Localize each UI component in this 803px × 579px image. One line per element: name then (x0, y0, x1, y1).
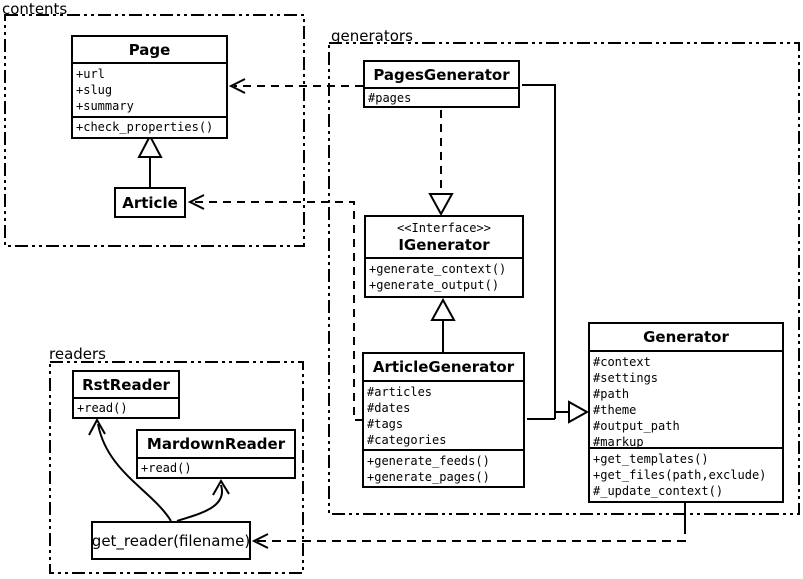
attribute-row: #categories (367, 433, 447, 447)
class-box-article: Article (114, 187, 186, 218)
class-box-igenerator: <<Interface>> IGenerator +generate_conte… (364, 215, 524, 298)
function-box-get-reader: get_reader(filename) (91, 521, 251, 560)
package-label-generators: generators (331, 27, 413, 45)
dependency-arrow-articlegen-article (187, 194, 205, 210)
class-title-generator: Generator (643, 328, 729, 346)
method-row: #_update_context() (593, 484, 724, 498)
class-attributes-page: +url +slug +summary (73, 62, 226, 116)
generalization-arrow-generator (568, 400, 590, 424)
package-border-generators (328, 42, 800, 515)
association-curve-getreader-rstreader (97, 423, 172, 522)
dependency-arrow-pagesgen-page (228, 78, 246, 94)
method-row: +check_properties() (76, 120, 214, 134)
class-attributes-article-generator: #articles #dates #tags #categories (364, 380, 523, 449)
class-box-pages-generator: PagesGenerator #pages (363, 60, 520, 108)
attribute-row: #context (593, 355, 651, 369)
class-methods-rst-reader: +read() (74, 397, 178, 417)
method-row: +get_files(path,exclude) (593, 468, 767, 482)
class-box-article-generator: ArticleGenerator #articles #dates #tags … (362, 352, 525, 488)
generalization-arrow-articlegen-igenerator (430, 297, 456, 321)
class-title-rst-reader: RstReader (82, 375, 170, 394)
class-box-page: Page +url +slug +summary +check_properti… (71, 35, 228, 139)
package-border-readers (49, 361, 304, 574)
class-methods-page: +check_properties() (73, 116, 226, 137)
attribute-row: #dates (367, 401, 411, 415)
dependency-line-generator-getreader (257, 525, 686, 542)
method-row: +generate_feeds() (367, 454, 490, 468)
method-row: +get_templates() (593, 452, 709, 466)
class-title-page: Page (128, 40, 171, 59)
class-stereotype-igenerator: <<Interface>> (397, 221, 491, 235)
class-title-article-generator: ArticleGenerator (372, 358, 515, 376)
method-row: +read() (77, 401, 128, 415)
attribute-row: +summary (76, 99, 134, 113)
attribute-row: #tags (367, 417, 404, 431)
class-methods-generator: +get_templates() +get_files(path,exclude… (590, 447, 782, 501)
class-title-mardown-reader: MardownReader (146, 435, 286, 453)
package-label-readers: readers (49, 345, 106, 363)
attribute-row: +slug (76, 83, 113, 97)
class-box-rst-reader: RstReader +read() (72, 370, 180, 419)
attribute-row: #markup (593, 435, 644, 447)
function-label-get-reader: get_reader(filename) (91, 531, 251, 550)
attribute-row: #articles (367, 385, 433, 399)
attribute-row: #settings (593, 371, 659, 385)
association-curve-getreader-mardownreader (176, 484, 224, 522)
package-label-contents: contents (2, 0, 68, 18)
class-title-article: Article (122, 193, 178, 212)
class-attributes-generator: #context #settings #path #theme #output_… (590, 350, 782, 447)
attribute-row: #pages (368, 91, 412, 105)
realization-arrow-pagesgen-igenerator (428, 193, 454, 217)
class-title-igenerator: IGenerator (398, 236, 490, 254)
dependency-arrow-generator-getreader (251, 533, 269, 549)
class-header-igenerator: <<Interface>> IGenerator (366, 217, 522, 257)
association-arrow-getreader-mardownreader (212, 479, 230, 496)
class-box-mardown-reader: MardownReader +read() (136, 429, 296, 479)
attribute-row: #output_path (593, 419, 680, 433)
method-row: +read() (141, 461, 192, 475)
attribute-row: #theme (593, 403, 637, 417)
class-methods-igenerator: +generate_context() +generate_output() (366, 257, 522, 296)
class-methods-mardown-reader: +read() (138, 457, 294, 477)
method-row: +generate_output() (369, 278, 500, 292)
attribute-row: +url (76, 67, 105, 81)
attribute-row: #path (593, 387, 630, 401)
method-row: +generate_context() (369, 262, 507, 276)
class-title-pages-generator: PagesGenerator (373, 65, 510, 84)
association-arrow-getreader-rstreader (88, 417, 106, 436)
generalization-arrow-article-page (137, 133, 163, 158)
dependency-line-articlegen-article (193, 201, 363, 421)
method-row: +generate_pages() (367, 470, 490, 484)
class-attributes-pages-generator: #pages (365, 87, 518, 106)
class-box-generator: Generator #context #settings #path #them… (588, 322, 784, 503)
class-methods-article-generator: +generate_feeds() +generate_pages() (364, 449, 523, 486)
generalization-line-pagesgen-generator (522, 84, 556, 419)
package-border-contents (4, 14, 305, 247)
